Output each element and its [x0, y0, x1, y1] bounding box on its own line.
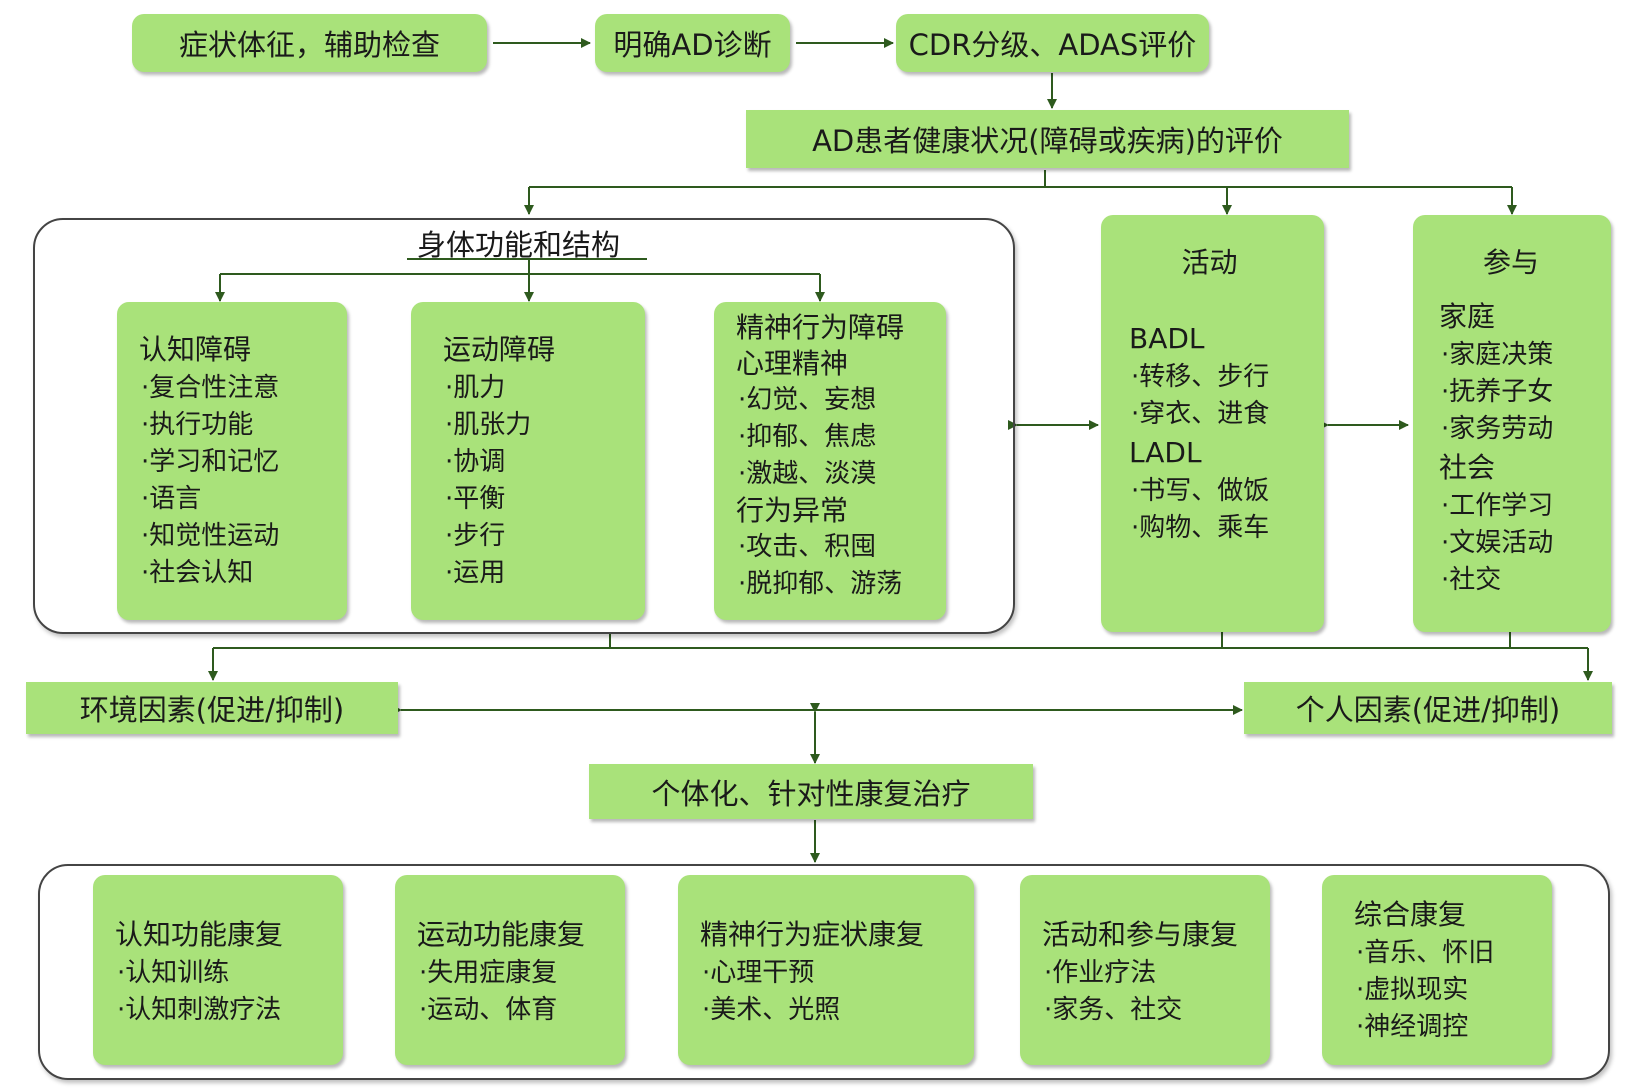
list-item: ·抑郁、焦虑	[738, 422, 877, 452]
rehab-box-comprehensive: 综合康复 ·音乐、怀旧 ·虚拟现实 ·神经调控	[1322, 875, 1552, 1065]
list-item: ·步行	[445, 521, 506, 551]
list-item: ·认知训练	[117, 958, 230, 988]
health-evaluation-label: AD患者健康状况(障碍或疾病)的评价	[812, 124, 1283, 158]
ladl-label: LADL	[1129, 436, 1202, 469]
list-item: ·运动、体育	[419, 995, 558, 1025]
motor-impairment-box: 运动障碍 ·肌力 ·肌张力 ·协调 ·平衡 ·步行 ·运用	[411, 302, 645, 620]
rehab-title: 综合康复	[1354, 898, 1467, 931]
cognitive-title: 认知障碍	[139, 333, 252, 366]
list-item: ·认知刺激疗法	[117, 995, 282, 1025]
treatment-label: 个体化、针对性康复治疗	[651, 776, 971, 811]
activity-title: 活动	[1181, 246, 1238, 279]
personal-factors-label: 个人因素(促进/抑制)	[1295, 693, 1561, 727]
symptoms-box: 症状体征，辅助检查	[132, 14, 487, 72]
list-item: ·平衡	[445, 484, 506, 514]
list-item: ·学习和记忆	[141, 447, 280, 477]
rehab-title: 运动功能康复	[417, 918, 586, 951]
list-item: ·家庭决策	[1441, 340, 1554, 370]
personal-factors-box: 个人因素(促进/抑制)	[1244, 682, 1612, 734]
list-item: ·文娱活动	[1441, 528, 1554, 558]
family-label: 家庭	[1439, 300, 1496, 333]
rehab-title: 认知功能康复	[115, 918, 284, 951]
list-item: ·语言	[141, 484, 202, 514]
list-item: ·社交	[1441, 565, 1502, 595]
rehab-box-psych: 精神行为症状康复 ·心理干预 ·美术、光照	[678, 875, 974, 1065]
motor-title: 运动障碍	[443, 333, 556, 366]
psych-subtitle-mental: 心理精神	[736, 347, 849, 380]
psych-subtitle-behavior: 行为异常	[736, 494, 849, 527]
symptoms-label: 症状体征，辅助检查	[178, 28, 440, 62]
list-item: ·知觉性运动	[141, 521, 280, 551]
list-item: ·运用	[445, 558, 506, 588]
list-item: ·肌力	[445, 373, 506, 403]
list-item: ·协调	[445, 447, 506, 477]
list-item: ·美术、光照	[702, 995, 841, 1025]
body-function-title-underline	[407, 258, 647, 260]
participation-title: 参与	[1482, 246, 1539, 279]
list-item: ·执行功能	[141, 410, 254, 440]
badl-label: BADL	[1129, 322, 1205, 355]
list-item: ·心理干预	[702, 958, 815, 988]
cognitive-impairment-box: 认知障碍 ·复合性注意 ·执行功能 ·学习和记忆 ·语言 ·知觉性运动 ·社会认…	[117, 302, 347, 620]
list-item: ·虚拟现实	[1356, 975, 1469, 1005]
society-label: 社会	[1439, 451, 1496, 484]
list-item: ·脱抑郁、游荡	[738, 569, 903, 599]
rehab-box-motor: 运动功能康复 ·失用症康复 ·运动、体育	[395, 875, 625, 1065]
list-item: ·书写、做饭	[1131, 476, 1270, 506]
rehabilitation-frame	[38, 864, 1610, 1080]
list-item: ·作业疗法	[1044, 958, 1157, 988]
grading-box: CDR分级、ADAS评价	[896, 14, 1209, 72]
health-evaluation-box: AD患者健康状况(障碍或疾病)的评价	[746, 110, 1349, 168]
body-function-frame	[33, 218, 1015, 634]
list-item: ·失用症康复	[419, 958, 558, 988]
psych-behavior-box: 精神行为障碍 心理精神 ·幻觉、妄想 ·抑郁、焦虑 ·激越、淡漠 行为异常 ·攻…	[714, 302, 946, 620]
list-item: ·激越、淡漠	[738, 459, 877, 489]
list-item: ·转移、步行	[1131, 362, 1270, 392]
treatment-box: 个体化、针对性康复治疗	[589, 764, 1033, 819]
list-item: ·家务、社交	[1044, 995, 1183, 1025]
rehab-box-activity: 活动和参与康复 ·作业疗法 ·家务、社交	[1020, 875, 1270, 1065]
rehab-title: 精神行为症状康复	[700, 918, 925, 951]
body-function-title: 身体功能和结构	[417, 228, 621, 262]
list-item: ·幻觉、妄想	[738, 385, 877, 415]
list-item: ·家务劳动	[1441, 414, 1554, 444]
rehab-title: 活动和参与康复	[1042, 918, 1239, 951]
activity-box: 活动 BADL ·转移、步行 ·穿衣、进食 LADL ·书写、做饭 ·购物、乘车	[1101, 215, 1324, 632]
environment-factors-box: 环境因素(促进/抑制)	[26, 682, 398, 734]
diagnosis-label: 明确AD诊断	[613, 28, 772, 62]
list-item: ·社会认知	[141, 558, 254, 588]
list-item: ·肌张力	[445, 410, 532, 440]
list-item: ·穿衣、进食	[1131, 399, 1270, 429]
rehab-box-cognitive: 认知功能康复 ·认知训练 ·认知刺激疗法	[93, 875, 343, 1065]
participation-box: 参与 家庭 ·家庭决策 ·抚养子女 ·家务劳动 社会 ·工作学习 ·文娱活动 ·…	[1413, 215, 1611, 632]
psych-title: 精神行为障碍	[736, 311, 905, 344]
grading-label: CDR分级、ADAS评价	[908, 28, 1197, 62]
diagnosis-box: 明确AD诊断	[595, 14, 790, 72]
list-item: ·购物、乘车	[1131, 513, 1270, 543]
list-item: ·攻击、积囤	[738, 532, 877, 562]
list-item: ·抚养子女	[1441, 377, 1554, 407]
list-item: ·工作学习	[1441, 491, 1554, 521]
list-item: ·神经调控	[1356, 1012, 1469, 1042]
list-item: ·复合性注意	[141, 373, 280, 403]
list-item: ·音乐、怀旧	[1356, 938, 1495, 968]
environment-factors-label: 环境因素(促进/抑制)	[79, 693, 345, 727]
